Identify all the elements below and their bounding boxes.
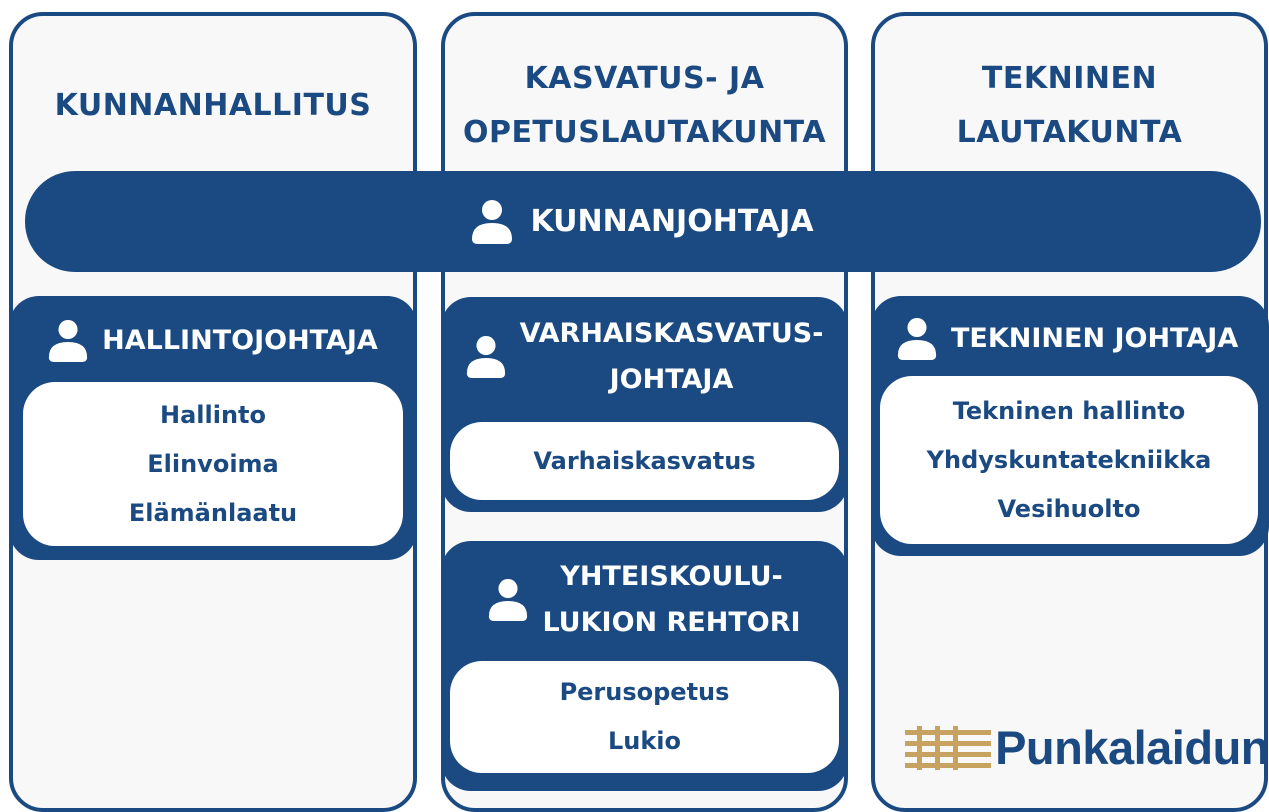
role-title-line: HALLINTOJOHTAJA [102,325,378,356]
column-title-line: KASVATUS- JA [524,61,765,96]
column-title: KUNNANHALLITUS [13,79,413,133]
person-icon [489,578,528,622]
role-responsibilities: Varhaiskasvatus [450,422,839,500]
punkalaidun-logo: Punkalaidun [905,720,1269,774]
logo-text: Punkalaidun [995,720,1269,774]
column-title: TEKNINEN LAUTAKUNTA [875,52,1264,160]
person-icon [466,335,505,379]
responsibility-item: Elämänlaatu [128,498,298,527]
column-title-line: OPETUSLAUTAKUNTA [462,115,827,150]
role-panel-varhaiskasvatusjohtaja: VARHAISKASVATUS- JOHTAJA Varhaiskasvatus [441,297,848,512]
role-title: TEKNINEN JOHTAJA [871,296,1269,382]
person-icon [472,199,513,244]
role-title-line: LUKION REHTORI [542,607,801,638]
kunnanjohtaja-label: KUNNANJOHTAJA [530,204,814,239]
role-title-line: TEKNINEN JOHTAJA [951,323,1239,354]
role-title: HALLINTOJOHTAJA [9,296,417,386]
responsibility-item: Varhaiskasvatus [533,446,756,475]
role-title-line: JOHTAJA [609,364,734,395]
kunnanjohtaja-bar: KUNNANJOHTAJA [25,171,1261,272]
role-panel-hallintojohtaja: HALLINTOJOHTAJA Hallinto Elinvoima Elämä… [9,296,417,560]
column-title-line: KUNNANHALLITUS [54,88,372,123]
column-title-line: LAUTAKUNTA [956,115,1183,150]
role-panel-rehtori: YHTEISKOULU- LUKION REHTORI Perusopetus … [441,541,848,791]
role-title-line: VARHAISKASVATUS- [519,318,824,349]
responsibility-item: Elinvoima [147,449,279,478]
responsibility-item: Vesihuolto [997,494,1141,523]
column-title: KASVATUS- JA OPETUSLAUTAKUNTA [445,52,844,160]
person-icon [49,319,88,363]
responsibility-item: Lukio [607,727,682,755]
responsibility-item: Tekninen hallinto [952,396,1186,425]
role-title: VARHAISKASVATUS- JOHTAJA [441,297,848,417]
responsibility-item: Yhdyskuntatekniikka [926,445,1212,474]
role-responsibilities: Perusopetus Lukio [450,661,839,773]
column-title-line: TEKNINEN [981,61,1158,96]
fence-logo-icon [905,726,992,770]
role-panel-tekninen-johtaja: TEKNINEN JOHTAJA Tekninen hallinto Yhdys… [871,296,1269,556]
person-icon [897,317,937,361]
responsibility-item: Perusopetus [559,678,730,706]
responsibility-item: Hallinto [159,400,266,429]
role-responsibilities: Hallinto Elinvoima Elämänlaatu [23,382,403,546]
role-title-line: YHTEISKOULU- [560,561,783,592]
role-title: YHTEISKOULU- LUKION REHTORI [441,541,848,659]
role-responsibilities: Tekninen hallinto Yhdyskuntatekniikka Ve… [880,376,1258,544]
